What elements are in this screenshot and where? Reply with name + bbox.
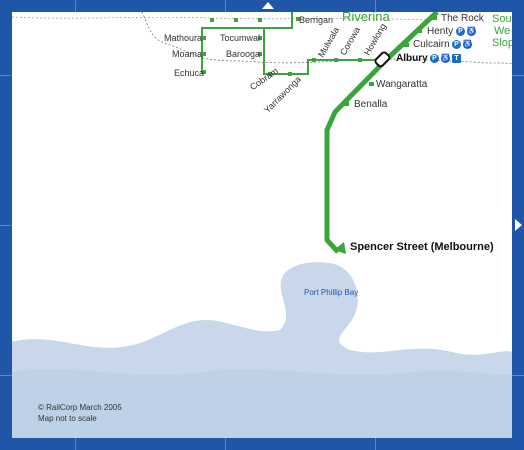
pan-up-arrow-icon[interactable]: [262, 2, 274, 9]
station-marker-branch-3: [258, 18, 262, 22]
frame-tick: [0, 75, 12, 76]
bay-label: Port Phillip Bay: [304, 288, 359, 297]
map-graphics: [12, 12, 512, 438]
albury-facility-icons: P ♿ T: [430, 54, 461, 63]
frame-tick: [512, 375, 524, 376]
station-marker-cobram: [268, 72, 272, 76]
station-marker-howlong: [358, 58, 362, 62]
frame-tick: [512, 75, 524, 76]
station-label-mathoura[interactable]: Mathoura: [164, 33, 203, 43]
pan-right-arrow-icon[interactable]: [515, 219, 522, 231]
water-shade: [12, 369, 512, 438]
accessible-icon: ♿: [441, 54, 450, 63]
accessible-icon: ♿: [463, 40, 472, 49]
station-marker-moama: [202, 52, 206, 56]
station-marker-mulwala: [312, 58, 316, 62]
frame-tick: [375, 438, 376, 450]
station-marker-yarrawonga: [288, 72, 292, 76]
station-label-berrigan[interactable]: Berrigan: [299, 15, 334, 25]
station-marker-culcairn: [404, 43, 409, 47]
accessible-icon: ♿: [467, 27, 476, 36]
taxi-icon: T: [452, 54, 461, 63]
station-label-spencer-street[interactable]: Spencer Street (Melbourne): [350, 241, 494, 253]
map-canvas[interactable]: Riverina Sou We Slop The Rock Henty P ♿ …: [12, 12, 512, 438]
parking-icon: P: [430, 54, 439, 63]
station-marker-branch-1: [210, 18, 214, 22]
spencer-street-terminus-marker: [334, 242, 346, 254]
culcairn-facility-icons: P ♿: [452, 40, 472, 49]
main-line-albury-melbourne: [324, 12, 439, 254]
station-label-benalla[interactable]: Benalla: [354, 99, 388, 110]
albury-interchange-marker: [374, 51, 391, 68]
copyright-note: © RailCorp March 2005: [38, 403, 122, 412]
region-label-riverina: Riverina: [342, 12, 390, 24]
frame-tick: [225, 0, 226, 12]
station-marker-the-rock: [432, 16, 437, 20]
region-label-south-west-slopes-1: Sou: [492, 13, 512, 25]
frame-tick: [75, 0, 76, 12]
station-marker-barooga: [258, 52, 262, 56]
frame-tick: [375, 0, 376, 12]
state-border: [141, 12, 512, 65]
station-marker-branch-2: [234, 18, 238, 22]
yarrawonga-branch-line: [263, 59, 382, 75]
echuca-branch-line: [201, 12, 293, 74]
region-label-south-west-slopes-2: We: [494, 25, 511, 37]
region-label-south-west-slopes-3: Slop: [492, 37, 512, 49]
station-label-echuca[interactable]: Echuca: [174, 68, 205, 78]
station-marker-wangaratta: [369, 82, 374, 86]
station-label-barooga[interactable]: Barooga: [226, 49, 261, 59]
station-marker-benalla: [344, 102, 349, 106]
frame-tick: [0, 375, 12, 376]
station-marker-henty: [417, 29, 422, 33]
station-marker-mathoura: [202, 36, 206, 40]
station-marker-echuca: [202, 70, 206, 74]
parking-icon: P: [452, 40, 461, 49]
station-label-the-rock[interactable]: The Rock: [441, 13, 484, 24]
station-label-moama[interactable]: Moama: [172, 49, 203, 59]
station-label-albury[interactable]: Albury: [396, 53, 428, 64]
scale-note: Map not to scale: [38, 414, 97, 423]
station-label-culcairn[interactable]: Culcairn: [413, 39, 450, 50]
frame-tick: [225, 438, 226, 450]
frame-tick: [0, 225, 12, 226]
station-marker-corowa: [334, 58, 338, 62]
station-label-henty[interactable]: Henty: [427, 26, 454, 37]
station-label-wangaratta[interactable]: Wangaratta: [376, 79, 428, 90]
station-label-tocumwal[interactable]: Tocumwal: [220, 33, 261, 43]
station-marker-tocumwal: [258, 36, 262, 40]
frame-tick: [75, 438, 76, 450]
parking-icon: P: [456, 27, 465, 36]
station-marker-berrigan: [296, 17, 300, 21]
henty-facility-icons: P ♿: [456, 27, 476, 36]
